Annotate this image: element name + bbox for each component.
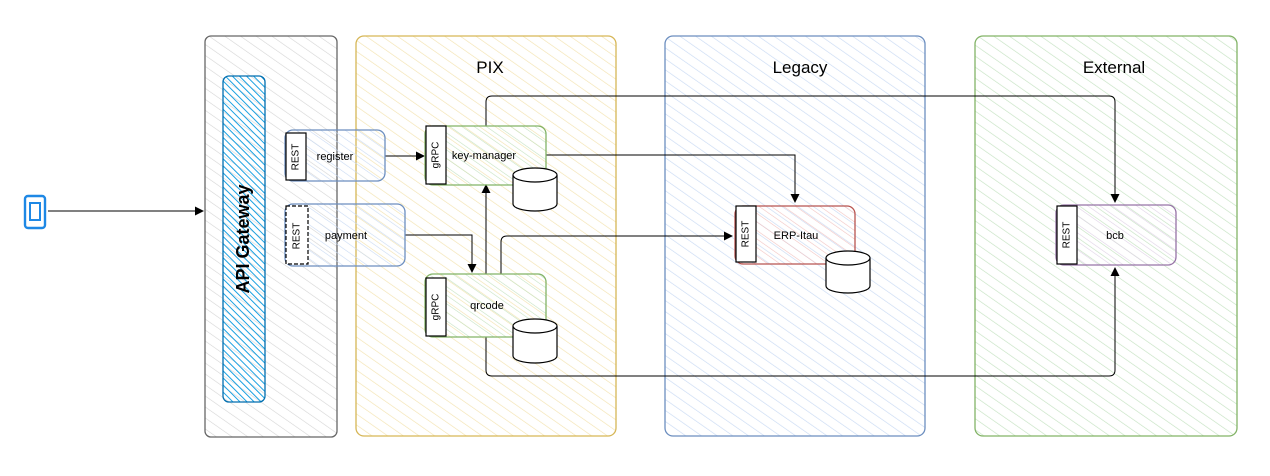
erp-itau-tag: REST bbox=[741, 221, 752, 248]
erp-itau-db bbox=[825, 250, 871, 294]
api-gateway-label: API Gateway bbox=[233, 184, 253, 293]
edge-key-manager-to-bcb bbox=[485, 95, 1120, 203]
external-zone-label: External bbox=[1083, 58, 1145, 77]
payment-tag: REST bbox=[292, 223, 303, 250]
bcb-label: bcb bbox=[1106, 230, 1124, 242]
key-manager-label: key-manager bbox=[452, 150, 517, 162]
payment-service: REST payment bbox=[284, 203, 406, 267]
register-service: REST register bbox=[284, 129, 386, 182]
key-manager-db bbox=[512, 167, 558, 212]
qrcode-db bbox=[512, 318, 558, 364]
qrcode-service: gRPC qrcode bbox=[424, 273, 547, 338]
register-tag: REST bbox=[291, 144, 302, 171]
qrcode-tag: gRPC bbox=[431, 294, 442, 321]
pix-zone-label: PIX bbox=[476, 58, 503, 77]
key-manager-service: gRPC key-manager bbox=[424, 125, 547, 186]
edge-qrcode-to-erp-itau bbox=[500, 231, 733, 274]
register-label: register bbox=[317, 151, 354, 163]
key-manager-tag: gRPC bbox=[431, 142, 442, 169]
edge-payment-to-qrcode bbox=[405, 234, 477, 273]
erp-itau-label: ERP-Itau bbox=[774, 230, 819, 242]
api-gateway: API Gateway bbox=[222, 75, 266, 403]
erp-itau-service: REST ERP-Itau bbox=[734, 205, 856, 265]
legacy-zone-label: Legacy bbox=[773, 58, 828, 77]
payment-label: payment bbox=[325, 230, 367, 242]
edge-key-manager-to-erp-itau bbox=[546, 154, 800, 203]
smartphone-icon bbox=[23, 194, 47, 230]
edges bbox=[48, 95, 1120, 377]
bcb-service: REST bcb bbox=[1055, 204, 1177, 266]
edge-qrcode-to-bcb bbox=[485, 267, 1120, 377]
bcb-tag: REST bbox=[1062, 222, 1073, 249]
qrcode-label: qrcode bbox=[470, 300, 504, 312]
